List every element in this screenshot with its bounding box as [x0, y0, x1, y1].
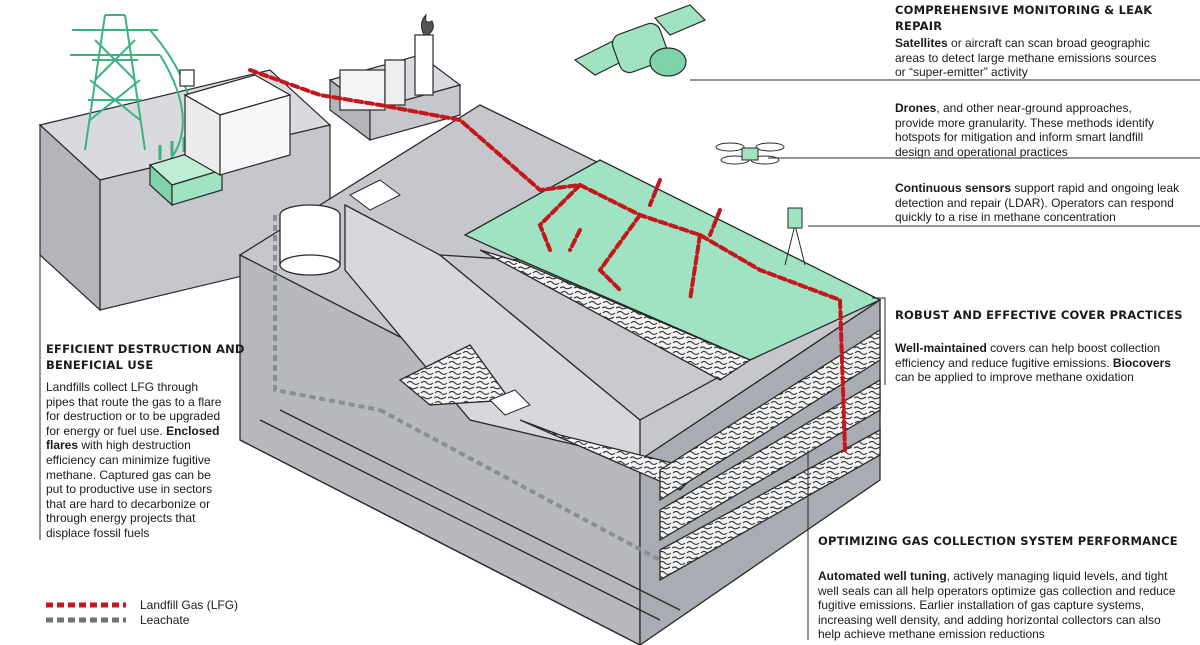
leader-lines	[39, 79, 1200, 640]
sensors-line2: detection and repair (LDAR). Operators c…	[895, 195, 1174, 210]
destruction-line2: pipes that route the gas to a flare	[46, 394, 222, 409]
destruction-line4: for energy or fuel use.	[46, 423, 167, 438]
sensor-icon	[784, 207, 806, 266]
satellites-line1: or aircraft can scan broad geographic	[947, 36, 1150, 50]
destruction-line9: that are hard to decarbonize or	[46, 496, 211, 511]
truck-icon	[349, 179, 531, 416]
destruction-text: Landfills collect LFG through pipes that…	[46, 380, 221, 541]
sensors-bold: Continuous sensors	[895, 181, 1012, 195]
destruction-bold2: flares	[46, 438, 79, 453]
lfg-pipes	[248, 68, 847, 452]
cover-line1: covers can help boost collection	[986, 341, 1161, 355]
drones-bold: Drones	[895, 101, 937, 115]
satellite-icon	[573, 4, 707, 77]
drones-line2: provide more granularity. These methods …	[895, 115, 1155, 130]
destruction-line5: with high destruction	[78, 438, 191, 453]
cover-heading: ROBUST AND EFFECTIVE COVER PRACTICES	[895, 308, 1183, 322]
legend-lfg: Landfill Gas (LFG)	[46, 598, 238, 612]
destruction-bold1: Enclosed	[166, 423, 220, 438]
gas-heading: OPTIMIZING GAS COLLECTION SYSTEM PERFORM…	[818, 534, 1178, 548]
destruction-line1: Landfills collect LFG through	[46, 380, 199, 394]
destruction-line11: displace fossil fuels	[46, 525, 150, 540]
legend-leachate-label: Leachate	[140, 613, 190, 627]
satellites-line3: or “super-emitter” activity	[895, 65, 1028, 80]
gas-bold: Automated well tuning	[818, 569, 947, 583]
sensors-text: Continuous sensors support rapid and ong…	[895, 181, 1179, 225]
cover-line2: efficiency and reduce fugitive emissions…	[895, 355, 1113, 370]
drone-icon	[715, 142, 785, 165]
sensors-line3: quickly to a rise in methane concentrati…	[895, 210, 1116, 225]
cover-bold2: Biocovers	[1112, 355, 1171, 370]
destruction-line8: put to productive use in sectors	[46, 482, 213, 497]
legend-leachate: Leachate	[46, 613, 189, 627]
cover-line3: can be applied to improve methane oxidat…	[895, 370, 1134, 385]
sensors-line1: support rapid and ongoing leak	[1011, 181, 1180, 195]
drones-line1: , and other near-ground approaches,	[936, 101, 1132, 115]
gas-text: Automated well tuning, actively managing…	[818, 569, 1176, 642]
processing-platform	[328, 34, 462, 142]
destruction-line10: through energy projects that	[46, 511, 196, 526]
gas-line3: fugitive emissions. Earlier installation…	[818, 598, 1145, 613]
destruction-line6: efficiency can minimize fugitive	[46, 452, 211, 467]
destruction-line7: methane. Captured gas can be	[46, 467, 211, 482]
cover-text: Well-maintained covers can help boost co…	[895, 341, 1171, 385]
satellites-line2: areas to detect large methane emissions …	[895, 50, 1157, 65]
cover-bold1: Well-maintained	[895, 341, 987, 355]
monitoring-heading: COMPREHENSIVE MONITORING & LEAK REPAIR	[895, 3, 1153, 33]
destruction-line3: for destruction or to be upgraded	[46, 409, 221, 424]
destruction-heading: EFFICIENT DESTRUCTION AND BENEFICIAL USE	[46, 341, 245, 373]
flare-icon	[420, 13, 434, 36]
drones-line4: design and operational practices	[895, 144, 1068, 159]
legend-lfg-label: Landfill Gas (LFG)	[140, 598, 239, 612]
satellites-text: Satellites or aircraft can scan broad ge…	[895, 36, 1156, 80]
gas-line4: increasing well density, and adding hori…	[818, 612, 1161, 627]
lfg-swatch-icon	[46, 602, 126, 608]
satellites-bold: Satellites	[895, 36, 948, 50]
gas-line1: , actively managing liquid levels, and t…	[946, 569, 1168, 583]
destruction-heading-line2: BENEFICIAL USE	[46, 358, 154, 372]
power-building	[179, 69, 292, 177]
drones-text: Drones, and other near-ground approaches…	[895, 101, 1154, 159]
leachate-swatch-icon	[46, 617, 126, 623]
landfill-cell	[238, 104, 882, 645]
drones-line3: hotspots for mitigation and inform smart…	[895, 130, 1144, 145]
destruction-heading-line1: EFFICIENT DESTRUCTION AND	[46, 342, 245, 356]
leachate-pipes	[273, 215, 661, 562]
gas-line2: well seals can all help operators optimi…	[818, 583, 1176, 598]
gas-line5: help achieve methane emission reductions	[818, 627, 1045, 642]
